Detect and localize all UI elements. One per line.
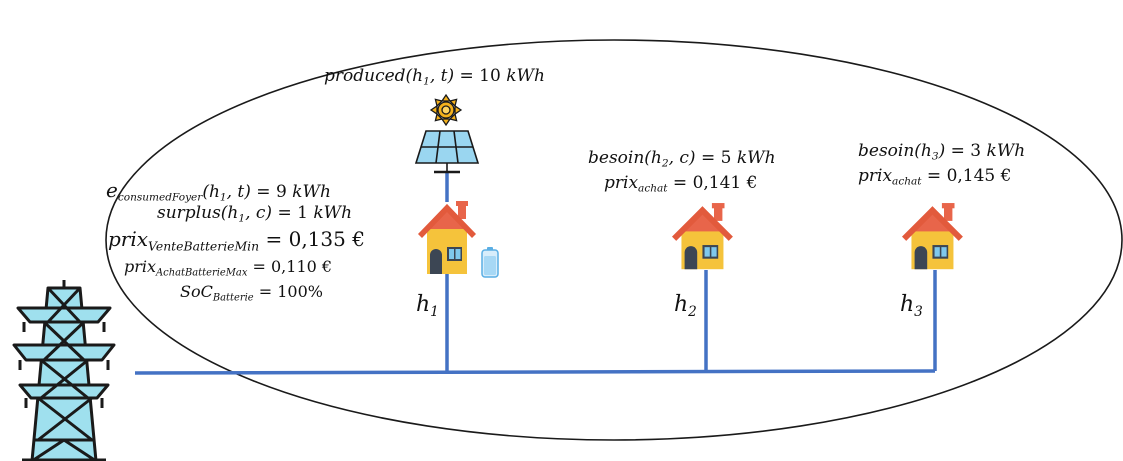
house-label-h3: h3 — [900, 292, 923, 320]
produced-equation: produced(h1, t) = 10 kWh — [324, 66, 545, 88]
house-label-h2: h2 — [674, 292, 697, 320]
h1-consumed-equation: econsumedFoyer(h1, t) = 9 kWh — [106, 178, 331, 204]
h2-price-equation: prixachat = 0,141 € — [604, 173, 758, 195]
grid-wires — [134, 172, 937, 375]
house-icon — [672, 203, 733, 270]
main-bus-line — [134, 369, 936, 375]
h2-need-equation: besoin(h2, c) = 5 kWh — [588, 148, 776, 170]
house-icon — [902, 203, 963, 270]
house-icon — [418, 201, 476, 274]
h1-sell-price-equation: prixVenteBatterieMin = 0,135 € — [108, 227, 365, 254]
h1-buy-price-equation: prixAchatBatterieMax = 0,110 € — [124, 257, 333, 279]
sun-icon — [429, 93, 463, 127]
battery-icon — [481, 247, 499, 278]
community-boundary — [105, 39, 1123, 441]
solar-panel-icon — [414, 130, 480, 174]
electric-pylon-icon — [12, 280, 116, 461]
h1-soc-equation: SoCBatterie = 100% — [180, 282, 323, 304]
house-label-h1: h1 — [416, 292, 439, 320]
h3-need-equation: besoin(h3) = 3 kWh — [858, 141, 1026, 163]
h1-surplus-equation: surplus(h1, c) = 1 kWh — [157, 203, 353, 225]
h3-price-equation: prixachat = 0,145 € — [858, 166, 1012, 188]
